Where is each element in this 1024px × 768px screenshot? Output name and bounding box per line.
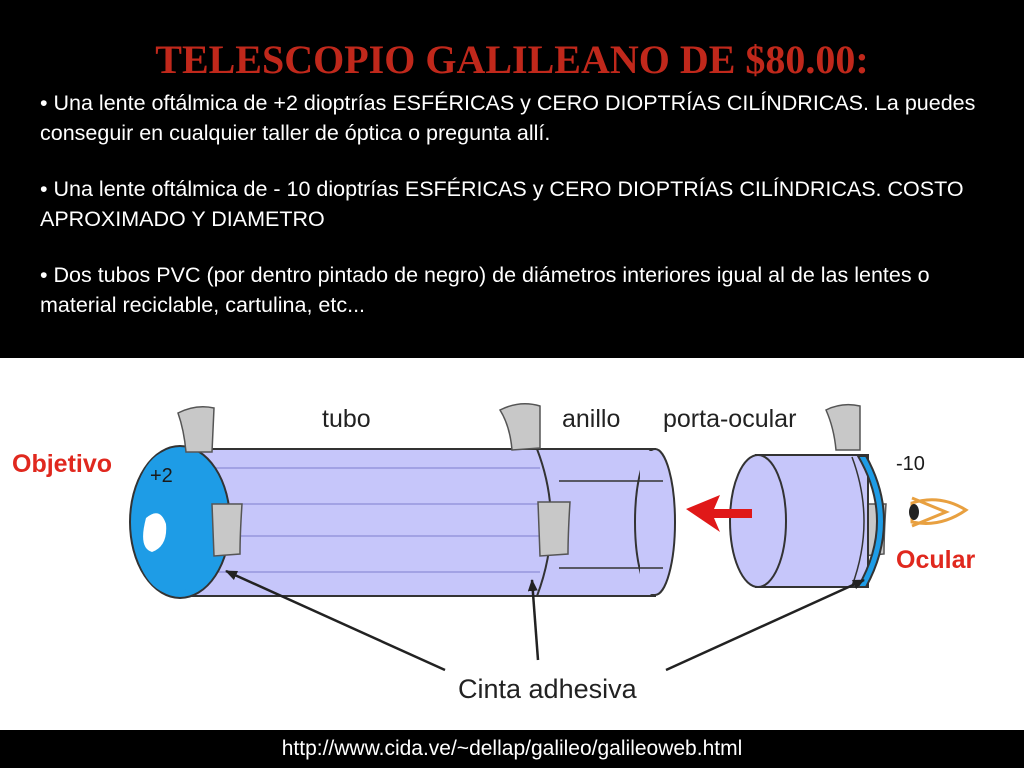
arrow-to-tubo-tape <box>225 569 446 672</box>
bullet-objective-lens: • Una lente oftálmica de +2 dioptrías ES… <box>40 91 976 145</box>
slide-title: TELESCOPIO GALILEANO DE $80.00: <box>155 37 869 82</box>
eyepiece-holder <box>729 454 869 588</box>
bullet-pvc-tubes: • Dos tubos PVC (por dentro pintado de n… <box>40 263 930 317</box>
tape-pointer-arrows <box>225 569 865 672</box>
objective-power-label: +2 <box>150 465 173 487</box>
tape-anillo-bottom <box>537 501 571 557</box>
ocular-lens: -10 <box>856 453 925 588</box>
telescope-diagram: +2 -10 <box>0 358 1024 730</box>
main-tube <box>174 448 676 597</box>
tape-tubo-top <box>177 406 215 453</box>
insert-arrow-icon <box>686 495 752 532</box>
source-url: http://www.cida.ve/~dellap/galileo/galil… <box>281 737 743 760</box>
label-porta-ocular: porta-ocular <box>663 405 796 433</box>
eye-icon <box>909 496 969 528</box>
label-tubo: tubo <box>322 405 371 433</box>
arrow-to-ocular-tape <box>665 578 865 672</box>
materials-list: • Una lente oftálmica de +2 dioptrías ES… <box>40 88 990 346</box>
ocular-power-label: -10 <box>896 453 925 475</box>
tape-anillo-top <box>498 403 541 451</box>
label-ocular: Ocular <box>896 546 975 574</box>
label-anillo: anillo <box>562 405 620 433</box>
tape-ocular-top <box>825 403 861 451</box>
tape-tubo-bottom <box>211 503 243 557</box>
arrow-to-anillo-tape <box>527 579 540 661</box>
bullet-ocular-lens: • Una lente oftálmica de - 10 dioptrías … <box>40 177 964 231</box>
label-cinta-adhesiva: Cinta adhesiva <box>458 674 638 704</box>
label-objetivo: Objetivo <box>12 450 112 478</box>
